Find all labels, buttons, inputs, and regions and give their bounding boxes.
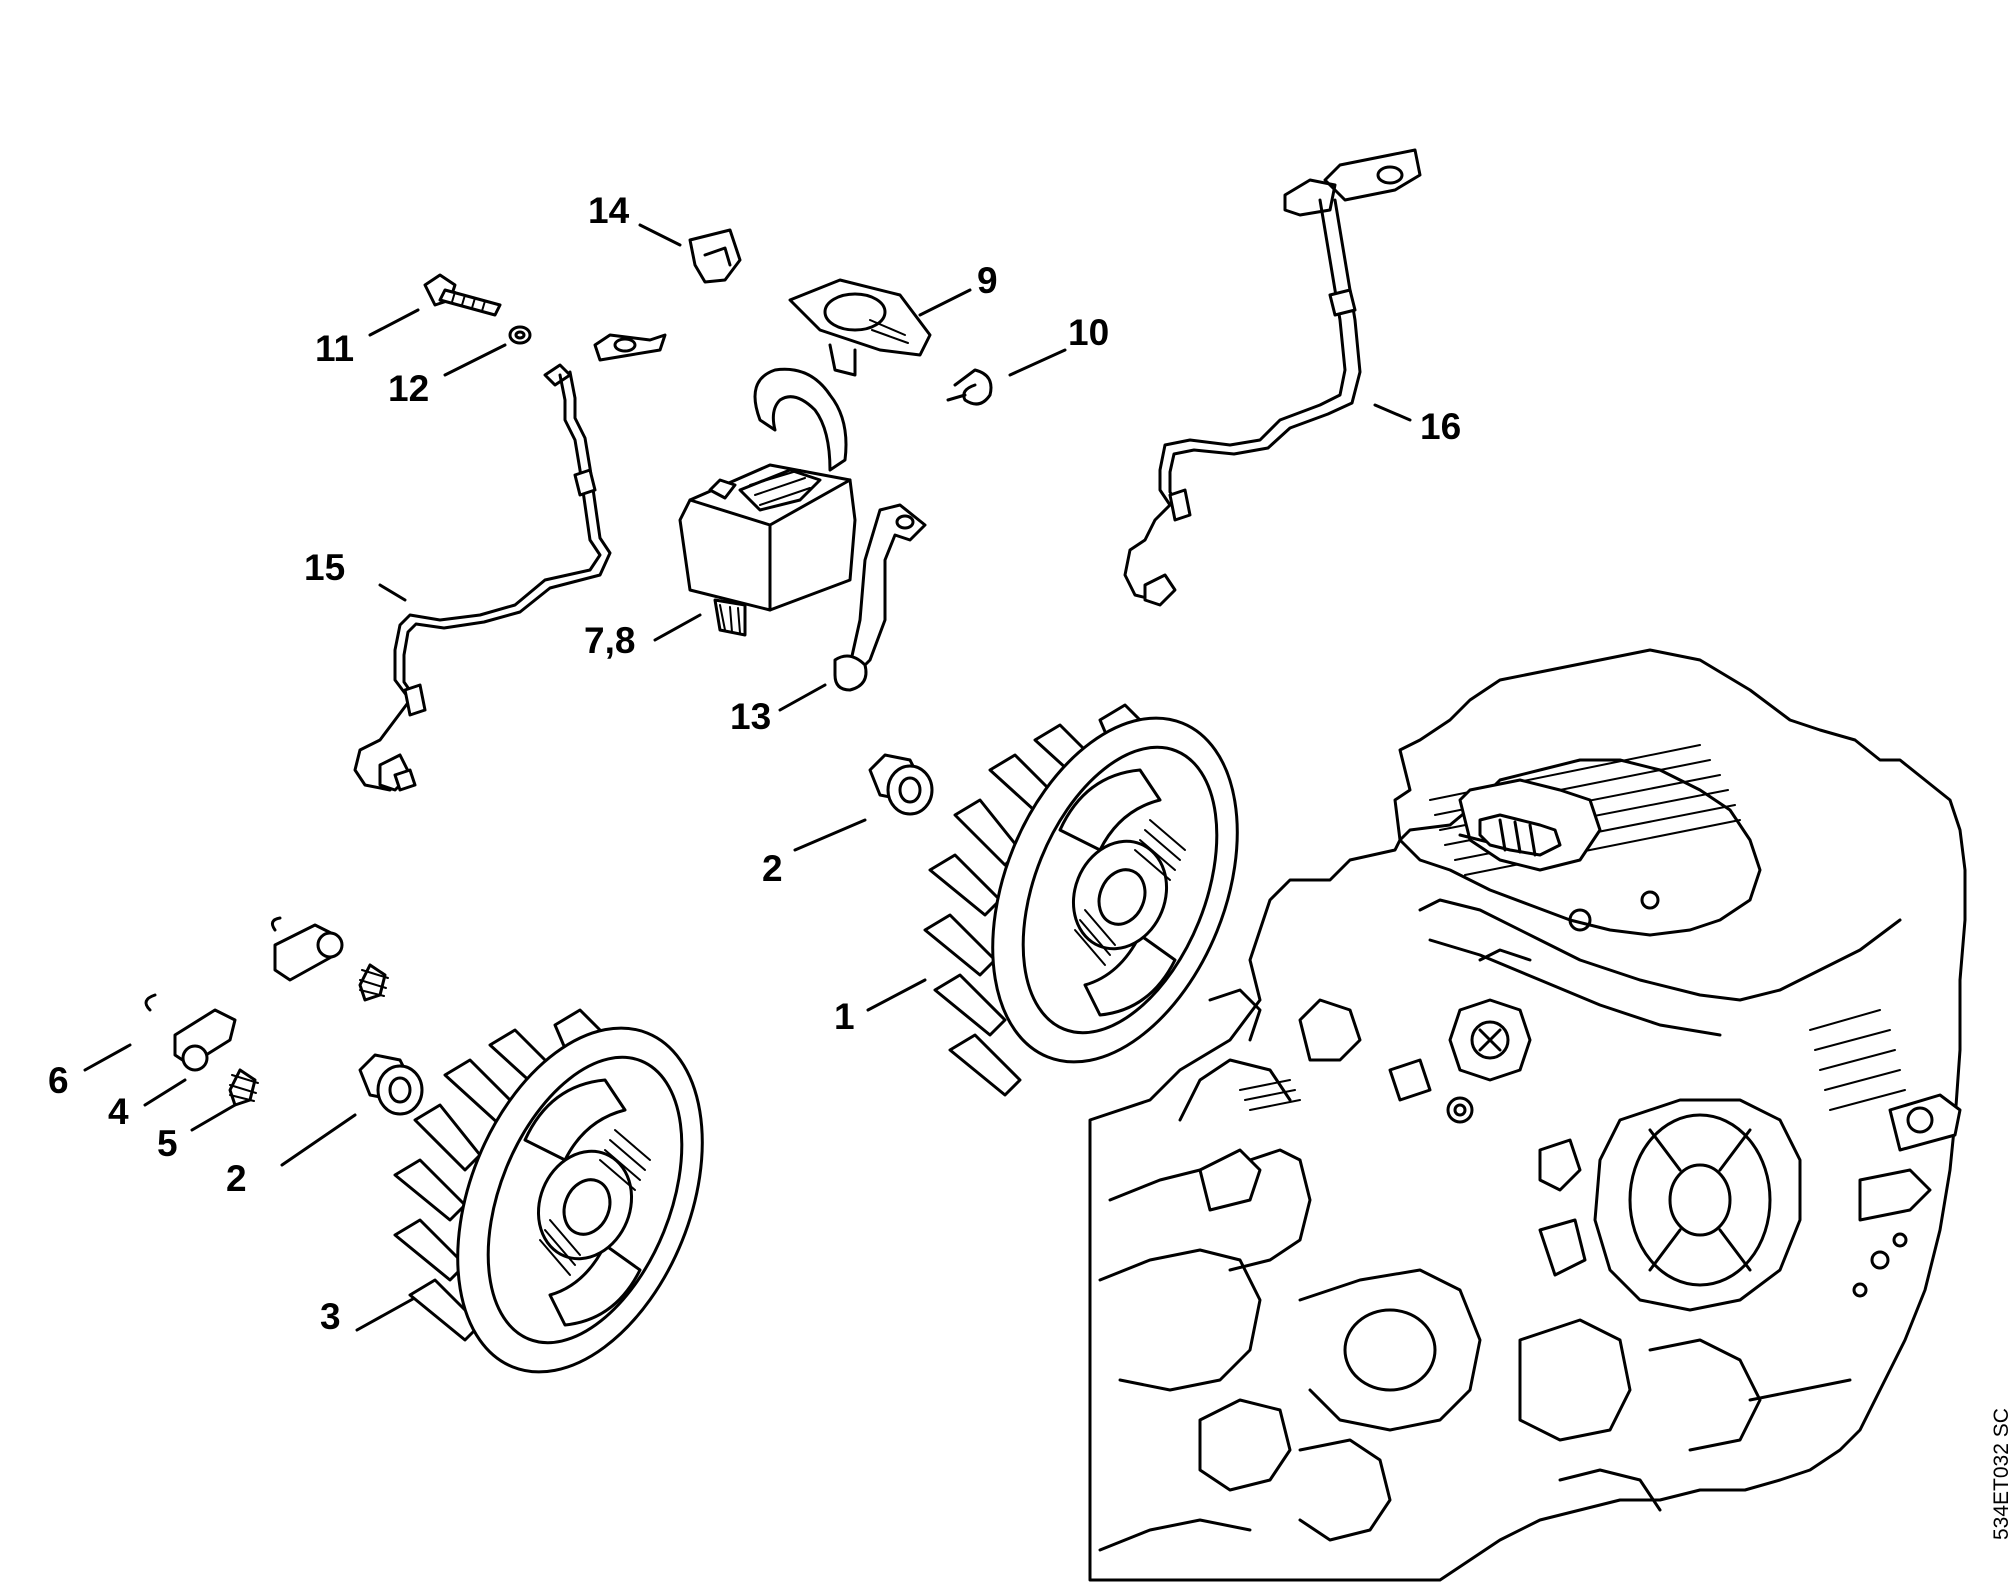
callout-11: 11	[315, 328, 355, 369]
wire-harness-left	[353, 333, 667, 792]
flywheel-upper	[923, 703, 1239, 1097]
callout-10: 10	[1068, 312, 1110, 353]
callout-1: 1	[834, 996, 855, 1037]
callout-15: 15	[304, 547, 346, 588]
callout-16: 16	[1420, 406, 1462, 447]
callout-5: 5	[157, 1123, 178, 1164]
nut-lower	[358, 1053, 424, 1116]
screw-and-washer	[423, 273, 532, 345]
callout-6: 6	[48, 1060, 69, 1101]
engine-crankcase	[1088, 648, 1967, 1582]
connector-part	[688, 228, 742, 284]
callout-2-lower: 2	[226, 1158, 247, 1199]
ignition-module	[678, 367, 857, 637]
flywheel-lower	[393, 1008, 704, 1374]
nut-upper	[868, 753, 934, 816]
wire-harness-right	[1123, 148, 1422, 607]
callout-3: 3	[320, 1296, 341, 1337]
callout-9: 9	[977, 260, 998, 301]
callout-12: 12	[388, 368, 430, 409]
callout-4: 4	[108, 1091, 129, 1132]
callout-2-upper: 2	[762, 848, 783, 889]
clip-part	[833, 503, 927, 692]
pawl-assembly	[144, 916, 389, 1107]
drawing-reference-code: 534ET032 SC	[1990, 1408, 2013, 1540]
callout-14: 14	[588, 190, 630, 231]
callout-13: 13	[730, 696, 772, 737]
callout-7-8: 7,8	[584, 620, 636, 661]
cover-part	[788, 278, 932, 377]
spring-part	[946, 368, 993, 406]
leader-lines	[83, 223, 1412, 1332]
